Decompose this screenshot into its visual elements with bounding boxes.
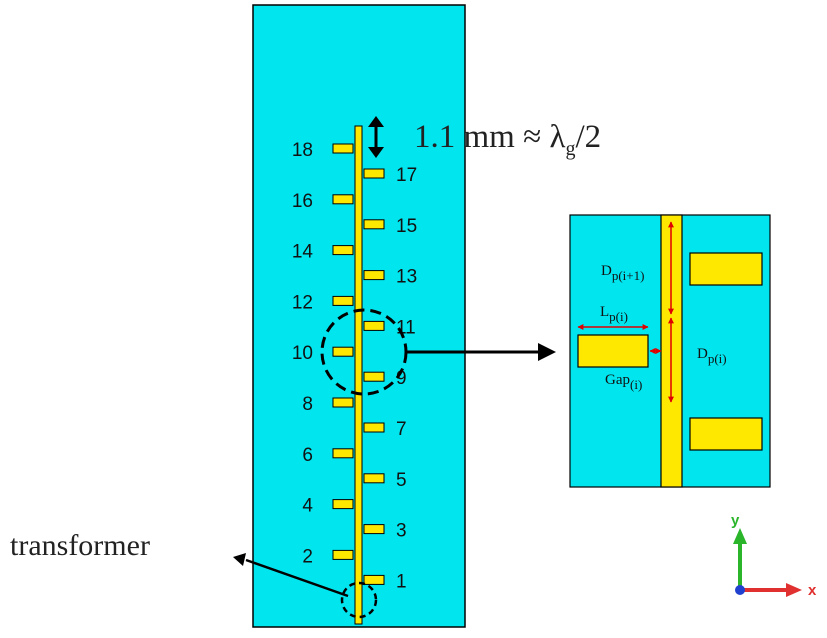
patch-left <box>332 499 354 510</box>
transformer-arrow <box>245 558 349 598</box>
patch-right <box>363 422 385 433</box>
patch-array <box>332 143 385 585</box>
lp-label: Lp(i) <box>600 304 628 324</box>
dp-label: Dp(i) <box>697 346 727 366</box>
patch-number-label: 9 <box>396 368 407 389</box>
patch-number-label: 8 <box>302 394 313 415</box>
patch-right <box>363 524 385 535</box>
patch-left <box>332 549 354 560</box>
transformer-arrow-head <box>233 553 246 566</box>
patch-right <box>363 168 385 179</box>
patch-left <box>332 245 354 256</box>
patch-number-label: 2 <box>302 546 313 567</box>
feed-line <box>354 125 363 625</box>
period-dimension-arrow <box>368 116 384 158</box>
patch-left <box>332 448 354 459</box>
patch-number-label: 14 <box>292 242 314 263</box>
axis-origin <box>735 585 745 595</box>
patch-right <box>363 574 385 585</box>
gap-label: Gap(i) <box>605 372 642 392</box>
patch-number-label: 18 <box>292 140 313 161</box>
patch-right <box>363 270 385 281</box>
patch-left <box>332 397 354 408</box>
patch-number-label: 10 <box>292 343 313 364</box>
patch-number-label: 15 <box>396 216 417 237</box>
x-axis-arrow-head <box>786 583 802 597</box>
patch-number-label: 12 <box>292 292 313 313</box>
patch-number-label: 16 <box>292 191 313 212</box>
period-annotation: 1.1 mm ≈ λg/2 <box>414 119 601 160</box>
patch-right <box>363 473 385 484</box>
inset-patch-lower <box>689 417 763 451</box>
patch-number-label: 3 <box>396 521 407 542</box>
coordinate-axes: y x <box>731 512 817 599</box>
transformer-label: transformer <box>10 529 150 562</box>
patch-right <box>363 219 385 230</box>
x-axis-label: x <box>808 582 817 599</box>
patch-number-label: 13 <box>396 267 417 288</box>
transformer-circle <box>340 581 378 619</box>
patch-number-label: 4 <box>302 496 313 517</box>
dp-next-label: Dp(i+1) <box>601 263 644 283</box>
inset-patch-upper <box>689 252 763 286</box>
patch-right <box>363 371 385 382</box>
patch-left <box>332 143 354 154</box>
patch-number-label: 1 <box>396 571 407 592</box>
patch-labels-left: 18 16 14 12 10 8 6 4 2 <box>292 140 314 567</box>
y-axis-arrow-head <box>733 528 747 544</box>
patch-left <box>332 295 354 306</box>
patch-number-label: 7 <box>396 419 407 440</box>
inset-patch-left <box>577 334 649 368</box>
patch-right <box>363 320 385 331</box>
patch-left <box>332 194 354 205</box>
y-axis-label: y <box>731 512 740 529</box>
zoom-circle <box>320 308 408 396</box>
patch-number-label: 6 <box>302 445 313 466</box>
patch-number-label: 5 <box>396 470 407 491</box>
inset-detail: Dp(i+1) Lp(i) Dp(i) Gap(i) <box>569 214 771 488</box>
zoom-arrow-head <box>538 343 556 361</box>
patch-left <box>332 346 354 357</box>
patch-number-label: 17 <box>396 165 417 186</box>
